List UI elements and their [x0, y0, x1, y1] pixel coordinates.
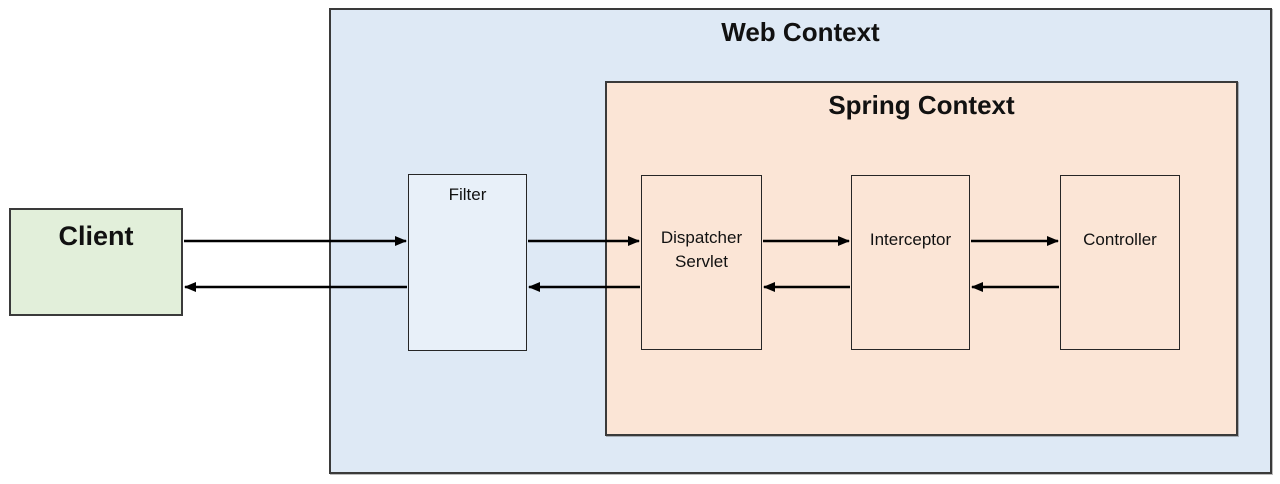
node-controller: Controller	[1060, 175, 1180, 350]
node-client-label: Client	[58, 221, 134, 251]
node-filter: Filter	[408, 174, 527, 351]
web-context-title: Web Context	[721, 17, 880, 47]
node-dispatcher-servlet-label: Dispatcher Servlet	[660, 228, 743, 271]
node-dispatcher-servlet: Dispatcher Servlet	[641, 175, 762, 350]
spring-context-title: Spring Context	[828, 90, 1015, 120]
node-interceptor-label: Interceptor	[869, 230, 952, 249]
node-interceptor: Interceptor	[851, 175, 970, 350]
node-filter-label: Filter	[448, 185, 487, 204]
node-client: Client	[9, 208, 183, 316]
node-controller-label: Controller	[1083, 230, 1157, 249]
